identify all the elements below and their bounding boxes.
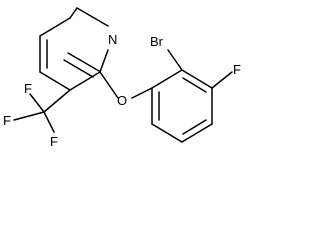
- bond-c2p-br: [167, 49, 183, 71]
- atom-label-n: N: [108, 32, 117, 47]
- atom-label-f-ring: F: [233, 62, 241, 77]
- bond-c6-n: [76, 7, 109, 27]
- bond-c3p-f: [211, 71, 233, 89]
- bond-c1-c2p: [151, 69, 183, 89]
- phenyl-ring: [151, 49, 233, 143]
- atom-label-cf3-f-bottom: F: [50, 134, 58, 149]
- pyridine-ring: [39, 7, 109, 91]
- bond-c2p-c3p-inner: [182, 77, 207, 93]
- chemical-structure-diagram: N O Br F F F F: [3, 7, 241, 149]
- bond-c5p-c6p: [151, 123, 183, 143]
- bond-o-c1prime: [131, 87, 153, 99]
- atom-label-cf3-f-top: F: [24, 81, 32, 96]
- bond-n-c2: [99, 49, 109, 73]
- bond-c2-o: [99, 71, 119, 99]
- bond-c5-c6: [39, 17, 71, 37]
- trifluoromethyl-group: [13, 89, 71, 133]
- bond-c2-c3-double-inner: [63, 59, 94, 78]
- bond-cf3-f-left: [13, 111, 45, 121]
- bond-c3-c4: [39, 71, 71, 91]
- atom-label-br: Br: [150, 34, 164, 49]
- bond-c2-c3-double: [67, 52, 100, 72]
- bond-c4p-c5p-inner: [182, 119, 207, 135]
- bond-c2-c3: [69, 71, 101, 91]
- bond-c3-cf3: [43, 89, 71, 113]
- bond-c2p-c3p: [181, 69, 213, 89]
- ether-linkage: [99, 71, 153, 99]
- bond-cf3-f-top: [29, 93, 45, 113]
- bond-c6-c6a: [69, 7, 78, 19]
- bond-cf3-f-bottom: [43, 111, 55, 133]
- atom-label-cf3-f-left: F: [3, 113, 11, 128]
- bond-c4p-c5p: [181, 123, 213, 143]
- atom-label-o: O: [117, 93, 127, 108]
